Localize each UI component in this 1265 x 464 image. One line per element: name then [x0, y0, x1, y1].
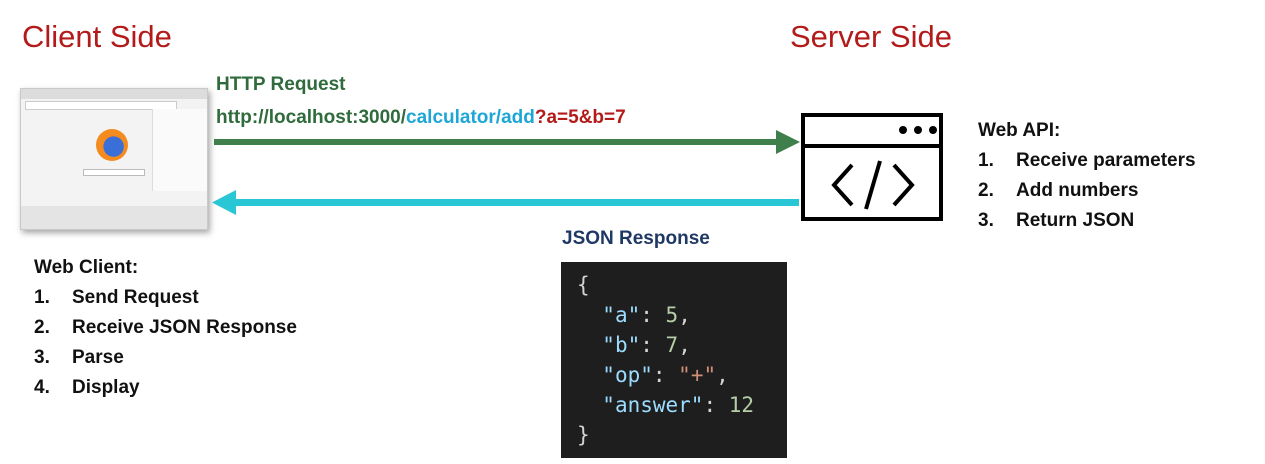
- web-client-title: Web Client:: [34, 257, 139, 278]
- list-item: 2.Receive JSON Response: [34, 317, 297, 338]
- browser-bottom-bar: [21, 206, 207, 229]
- list-item: 3.Parse: [34, 347, 124, 368]
- web-api-list: Web API: 1.Receive parameters 2.Add numb…: [978, 116, 1196, 236]
- browser-search-box: [83, 169, 145, 176]
- server-side-title: Server Side: [790, 19, 952, 54]
- window-dot: [914, 126, 922, 134]
- code-brackets-icon: [831, 160, 915, 210]
- json-line: }: [577, 423, 590, 447]
- json-response-label: JSON Response: [562, 228, 710, 249]
- list-item: 3.Return JSON: [978, 210, 1135, 231]
- list-item: 1.Send Request: [34, 287, 199, 308]
- json-line: "a": 5,: [602, 303, 691, 327]
- window-dot: [929, 126, 937, 134]
- browser-menu-panel: [152, 109, 207, 191]
- web-browser-icon: [20, 88, 208, 230]
- url-path: calculator/add: [406, 107, 535, 128]
- window-title-divider: [805, 144, 939, 148]
- browser-tab-bar: [21, 89, 207, 99]
- web-api-title: Web API:: [978, 120, 1061, 141]
- list-item: 2.Add numbers: [978, 180, 1139, 201]
- url-base: http://localhost:3000/: [216, 107, 407, 128]
- json-line: "answer": 12: [602, 393, 755, 417]
- client-side-title: Client Side: [22, 19, 172, 54]
- list-item: 1.Receive parameters: [978, 150, 1196, 171]
- firefox-logo-icon: [96, 129, 128, 161]
- list-item: 4.Display: [34, 377, 140, 398]
- json-code-block: { "a": 5, "b": 7, "op": "+", "answer": 1…: [561, 262, 787, 458]
- json-line: {: [577, 273, 590, 297]
- http-request-label: HTTP Request: [216, 74, 346, 95]
- web-client-list: Web Client: 1.Send Request 2.Receive JSO…: [34, 253, 297, 403]
- code-window-icon: [801, 113, 943, 221]
- request-arrow: [214, 130, 800, 154]
- window-dot: [899, 126, 907, 134]
- browser-url-bar: [25, 101, 177, 110]
- json-line: "op": "+",: [602, 363, 729, 387]
- json-line: "b": 7,: [602, 333, 691, 357]
- url-query: ?a=5&b=7: [534, 107, 626, 128]
- request-url: http://localhost:3000/calculator/add?a=5…: [216, 107, 626, 129]
- response-arrow: [212, 190, 799, 215]
